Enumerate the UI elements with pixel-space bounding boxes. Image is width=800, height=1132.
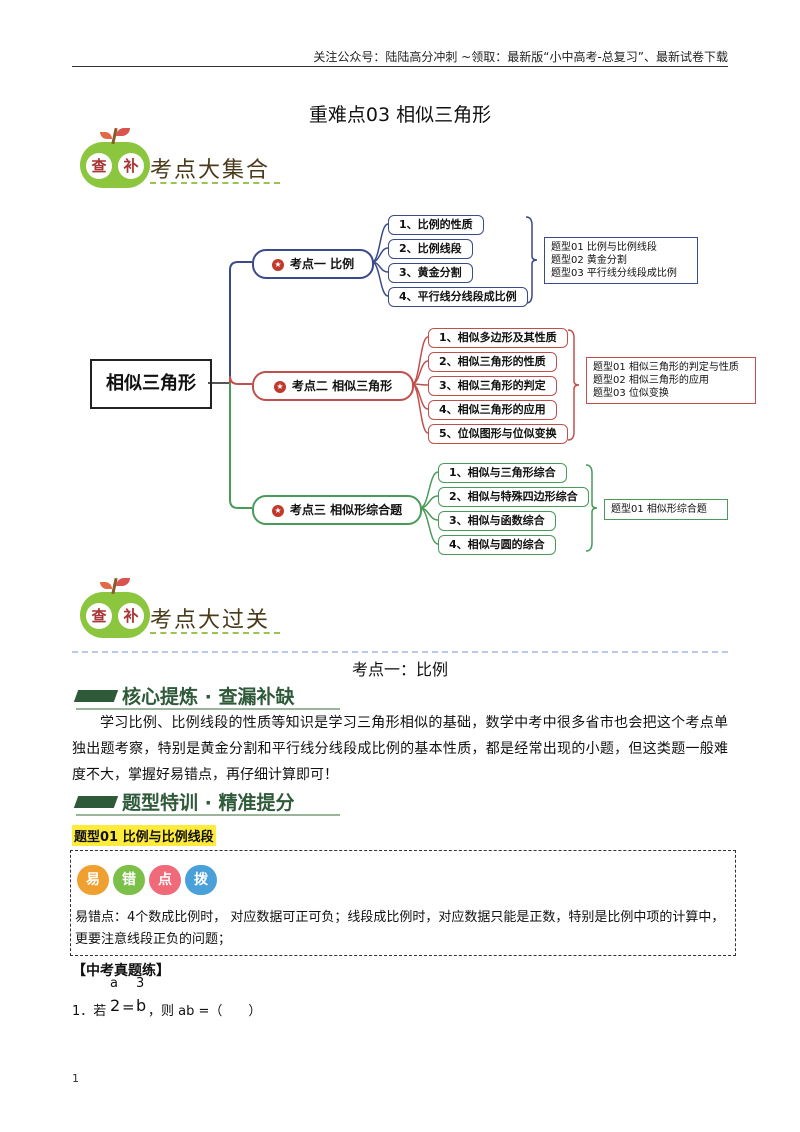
question-type: 题型03 平行线分线段成比例 — [551, 268, 677, 279]
branch-connector — [229, 375, 252, 385]
star-icon: ★ — [271, 258, 284, 271]
banner-bar-icon — [73, 690, 119, 702]
knowledge-item: 2、相似三角形的性质 — [428, 352, 557, 372]
page-number: 1 — [72, 1072, 79, 1085]
fraction-denominator: 2 — [110, 996, 121, 1015]
question-types-box: 题型01 相似三角形的判定与性质题型02 相似三角形的应用题型03 位似变换 — [586, 357, 756, 404]
knowledge-item: 2、相似与特殊四边形综合 — [438, 487, 589, 507]
banner-text: 考点大集合 — [150, 158, 271, 183]
branch-connector — [229, 261, 252, 383]
kaodian-node: ★ 考点二 相似三角形 — [252, 371, 414, 401]
practice-label: 【中考真题练】 — [72, 963, 170, 979]
kaodian-label: 考点二 相似三角形 — [291, 379, 393, 393]
knowledge-item: 5、位似图形与位似变换 — [428, 424, 568, 444]
header-note: 关注公众号：陆陆高分冲刺 ~领取：最新版“小中高考-总复习”、最新试卷下载 — [313, 50, 728, 64]
apple-icon: 查 补 — [80, 127, 150, 188]
question-type: 题型02 黄金分割 — [551, 255, 627, 266]
brace — [567, 329, 580, 441]
fraction-denominator: b — [136, 996, 147, 1015]
banner-char-cha: 查 — [86, 153, 112, 179]
knowledge-item: 3、相似与函数综合 — [438, 511, 556, 531]
knowledge-item: 2、比例线段 — [388, 239, 473, 259]
knowledge-item: 1、相似多边形及其性质 — [428, 328, 568, 348]
knowledge-item: 3、黄金分割 — [388, 263, 473, 283]
knowledge-item: 1、比例的性质 — [388, 215, 484, 235]
tip-badge: 点 — [149, 865, 181, 895]
question-type: 题型03 位似变换 — [593, 388, 669, 399]
knowledge-item: 4、相似三角形的应用 — [428, 400, 557, 420]
question-types-box: 题型01 比例与比例线段题型02 黄金分割题型03 平行线分线段成比例 — [544, 237, 698, 284]
question-suffix: ，则 ab =（ ） — [148, 1004, 262, 1019]
kaodian-label: 考点三 相似形综合题 — [289, 503, 403, 517]
fraction-numerator: a — [110, 976, 118, 991]
question-type-label: 题型01 比例与比例线段 — [72, 825, 216, 846]
question-type: 题型01 相似三角形的判定与性质 — [593, 362, 739, 373]
equals-sign: = — [122, 998, 135, 1016]
star-icon: ★ — [273, 380, 286, 393]
subsection-title: 核心提炼 · 查漏补缺 — [122, 686, 295, 708]
banner-char-bu: 补 — [118, 153, 144, 179]
kaodian-label: 考点一 比例 — [289, 257, 355, 271]
knowledge-item: 3、相似三角形的判定 — [428, 376, 557, 396]
star-icon: ★ — [271, 504, 284, 517]
banner-underline — [150, 182, 280, 184]
document-title: 重难点03 相似三角形 — [308, 104, 492, 126]
banner-text: 考点大过关 — [150, 608, 271, 633]
question-type: 题型01 相似形综合题 — [611, 504, 707, 515]
banner-char-bu: 补 — [118, 603, 144, 629]
tip-badge: 易 — [77, 865, 109, 895]
tip-badge: 错 — [113, 865, 145, 895]
question-types-box: 题型01 相似形综合题 — [604, 499, 728, 520]
header-rule — [72, 66, 728, 67]
banner-underline — [150, 632, 280, 634]
tip-box: 易 错 点 拨 易错点：4个数成比例时， 对应数据可正可负；线段成比例时，对应数… — [70, 850, 736, 956]
subsection-title: 题型特训 · 精准提分 — [122, 792, 295, 814]
fraction-numerator: 3 — [136, 976, 145, 991]
question-prefix: 1．若 — [72, 1004, 107, 1019]
section-title: 考点一：比例 — [351, 660, 448, 679]
brace — [525, 216, 538, 304]
banner-bar-icon — [73, 796, 119, 808]
kaodian-node: ★ 考点三 相似形综合题 — [252, 495, 422, 525]
question-type: 题型01 比例与比例线段 — [551, 242, 657, 253]
knowledge-item: 4、平行线分线段成比例 — [388, 287, 528, 307]
knowledge-item: 1、相似与三角形综合 — [438, 463, 567, 483]
mind-map-root: 相似三角形 — [90, 359, 212, 409]
question-type: 题型02 相似三角形的应用 — [593, 375, 709, 386]
brace — [585, 464, 598, 552]
tip-badge: 拨 — [185, 865, 217, 895]
intro-paragraph: 学习比例、比例线段的性质等知识是学习三角形相似的基础，数学中考中很多省市也会把这… — [72, 715, 728, 783]
tip-text: 易错点：4个数成比例时， 对应数据可正可负；线段成比例时，对应数据只能是正数，特… — [75, 910, 725, 947]
section-divider — [72, 651, 728, 653]
apple-icon: 查 补 — [80, 577, 150, 638]
connector-curve — [411, 336, 429, 385]
connector-curve — [419, 507, 439, 545]
kaodian-node: ★ 考点一 比例 — [252, 249, 374, 279]
question-1: 1．若 a 2 = 3 b ，则 ab =（ ） — [72, 976, 372, 1026]
branch-connector — [229, 383, 252, 509]
knowledge-item: 4、相似与圆的综合 — [438, 535, 556, 555]
banner-char-cha: 查 — [86, 603, 112, 629]
